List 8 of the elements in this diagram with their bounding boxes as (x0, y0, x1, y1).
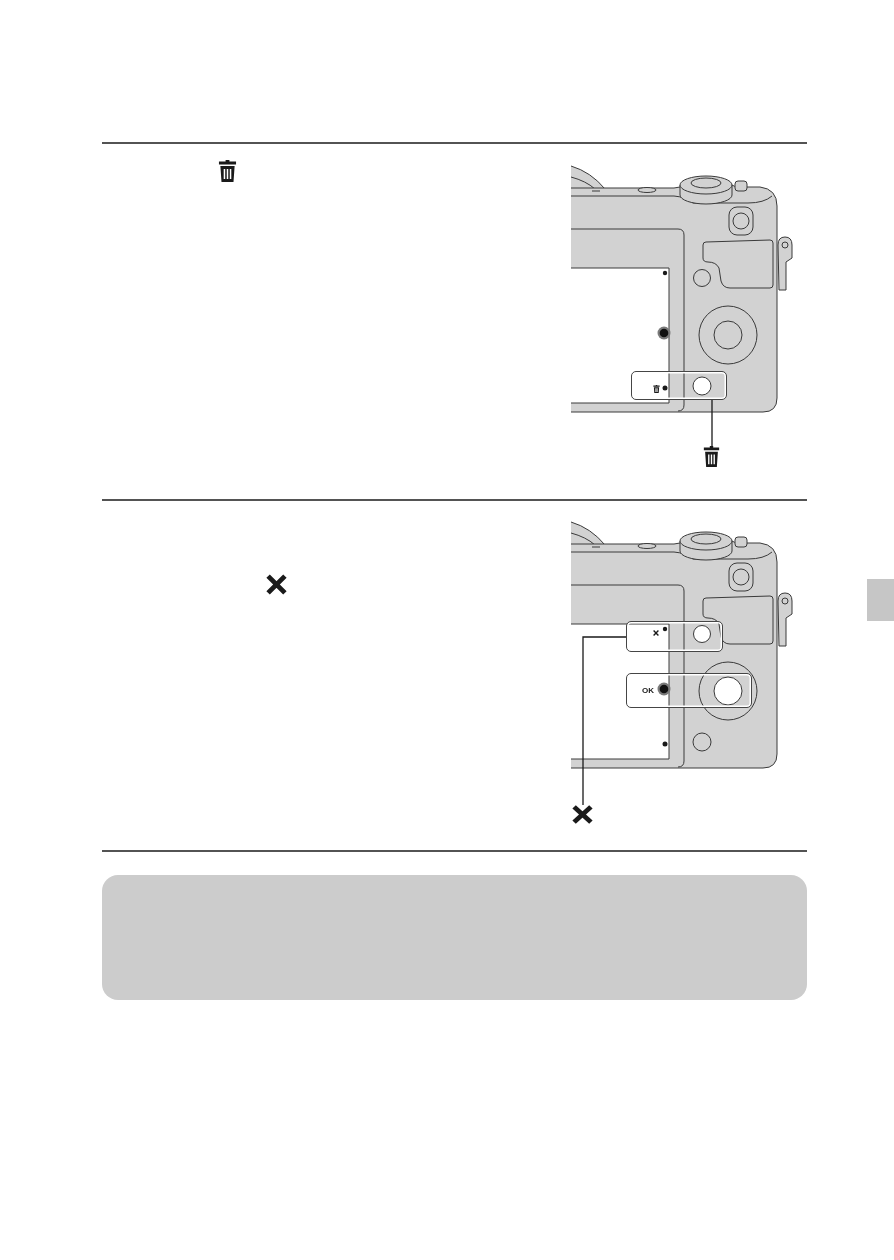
leader-line (711, 399, 713, 447)
trash-icon (703, 446, 720, 467)
highlight-frame (631, 371, 727, 400)
highlight-frame (626, 621, 723, 652)
leader-line (582, 636, 627, 806)
highlight-frame (626, 673, 752, 708)
button-label: OK (642, 686, 654, 695)
cross-icon (572, 805, 593, 824)
